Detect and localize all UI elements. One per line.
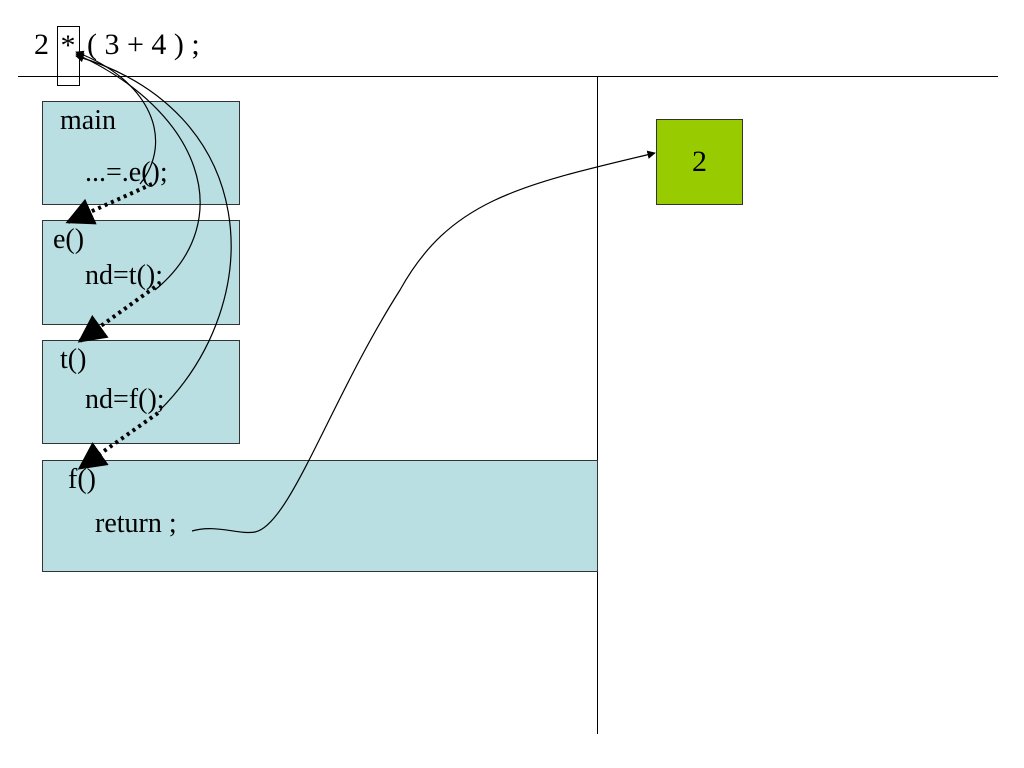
frame-f: f() return ;	[42, 460, 598, 572]
expression-right: ( 3 + 4 ) ;	[79, 28, 200, 61]
frame-e: e() nd=t();	[42, 220, 240, 325]
frame-f-name: f()	[68, 464, 96, 495]
frame-f-code: return ;	[95, 508, 177, 539]
frame-t-code: nd=f();	[85, 384, 165, 415]
header-divider	[18, 76, 998, 77]
expression: 2 * ( 3 + 4 ) ;	[34, 26, 200, 86]
frame-main-name: main	[60, 105, 116, 136]
frame-e-name: e()	[53, 224, 85, 255]
frame-t: t() nd=f();	[42, 340, 240, 444]
column-divider	[597, 76, 598, 734]
expression-left: 2	[34, 28, 57, 61]
frame-e-code: nd=t();	[85, 260, 163, 291]
frame-main: main ...=.e();	[42, 101, 240, 205]
frame-main-code: ...=.e();	[85, 157, 168, 188]
frame-t-name: t()	[60, 344, 87, 375]
current-token-box: *	[56, 26, 80, 86]
value-box-label: 2	[692, 145, 707, 178]
value-box: 2	[656, 119, 743, 205]
